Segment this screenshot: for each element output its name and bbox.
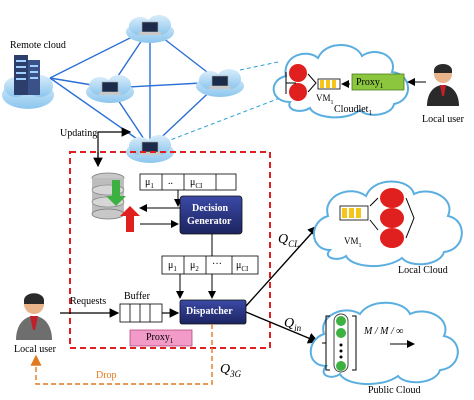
q3g-label: Q3G [220, 362, 242, 379]
proxy-bottom-label: Proxy1 [146, 332, 174, 345]
service-rate-table-bottom [161, 255, 259, 275]
dots-bottom: ··· [212, 259, 222, 270]
proxy-boundary-box [69, 151, 271, 349]
updating-label: Updating [60, 128, 98, 139]
mu1-bottom: μ1 [168, 260, 177, 273]
cloudlet-vm-cluster [285, 64, 317, 101]
cloudlet-label: Cloudlet1 [334, 104, 372, 117]
mu1-top: μ1 [145, 177, 154, 190]
local-user-top-icon [427, 64, 459, 106]
public-cloud-shape [309, 301, 459, 386]
vm-top-label: VM1 [316, 93, 334, 106]
qin-label: Qin [284, 316, 302, 333]
remote-cloud-label: Remote cloud [10, 40, 66, 51]
decision-generator-label-2: Generator [187, 216, 232, 227]
requests-label: Requests [70, 296, 107, 307]
local-cloud-label: Local Cloud [398, 265, 448, 276]
cloudlet-cloud [272, 44, 409, 119]
mucl-bottom: μCI [236, 260, 249, 273]
drop-label: Drop [96, 370, 117, 381]
request-buffer [119, 303, 163, 323]
local-user-top-label: Local user [422, 114, 464, 125]
mucl-top: μCI [190, 177, 203, 190]
database-icon [91, 172, 140, 232]
remote-cloud-icon [2, 55, 54, 109]
network-node-clouds [86, 15, 244, 163]
local-user-bottom-icon [16, 293, 52, 340]
qcl-label: QCL [278, 232, 300, 249]
decision-generator-box [179, 195, 243, 235]
decision-generator-label-1: Decision [192, 203, 229, 214]
mm-inf-label: M / M / ∞ [364, 326, 404, 337]
service-rate-table-top [139, 173, 237, 191]
vm-local-label: VM1 [344, 236, 362, 249]
dispatcher-label: Dispatcher [186, 306, 233, 317]
proxy-bottom-box [129, 329, 193, 347]
proxy-top-box [351, 73, 405, 91]
local-user-bottom-label: Local user [14, 344, 56, 355]
public-cloud-nodes [322, 313, 357, 373]
updating-arrow [97, 127, 132, 160]
dots-top: .. [168, 176, 173, 187]
drop-arrow [30, 324, 213, 385]
public-cloud-label: Public Cloud [368, 385, 421, 396]
mu2-bottom: μ2 [190, 260, 199, 273]
local-cloud-vm-cluster [369, 188, 415, 248]
proxy-top-label: Proxy1 [356, 77, 384, 90]
local-cloud-queue [339, 205, 369, 221]
cloudlet-queue [317, 78, 341, 90]
buffer-label: Buffer [124, 291, 150, 302]
